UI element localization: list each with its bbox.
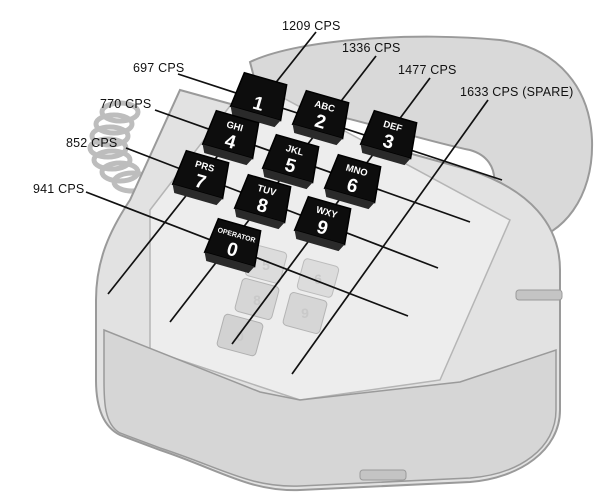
key-letters: DEF <box>382 119 403 135</box>
label-770: 770 CPS <box>100 97 151 111</box>
label-941: 941 CPS <box>33 182 84 196</box>
ghost-key-label: 0 <box>236 328 244 344</box>
frequency-labels: 697 CPS 770 CPS 852 CPS 941 CPS 1209 CPS… <box>33 19 573 196</box>
key-1[interactable]: 1 <box>228 71 290 129</box>
phone-foot-right <box>515 289 563 301</box>
key-8[interactable]: TUV 8 <box>232 173 294 231</box>
col-line-1633 <box>291 99 489 375</box>
key-5[interactable]: JKL 5 <box>260 133 322 191</box>
key-letters: PRS <box>194 159 216 175</box>
key-2[interactable]: ABC 2 <box>290 89 352 147</box>
key-6[interactable]: MNO 6 <box>322 153 384 211</box>
ghost-key-label: 8 <box>253 292 261 308</box>
coiled-cord <box>87 100 153 194</box>
label-697: 697 CPS <box>133 61 184 75</box>
label-1336: 1336 CPS <box>342 41 401 55</box>
key-letters: GHI <box>225 119 244 134</box>
key-letters: ABC <box>313 99 336 115</box>
label-852: 852 CPS <box>66 136 117 150</box>
key-9[interactable]: WXY 9 <box>292 195 354 253</box>
key-letters: TUV <box>256 183 278 199</box>
key-0[interactable]: OPERATOR 0 <box>202 217 264 275</box>
ghost-key-label: 6 <box>314 271 322 287</box>
ghost-key-label: 9 <box>301 305 309 321</box>
phone-foot-left <box>359 469 407 481</box>
ghost-key-label: 5 <box>262 257 270 273</box>
label-1633: 1633 CPS (SPARE) <box>460 85 573 99</box>
key-3[interactable]: DEF 3 <box>358 109 420 167</box>
key-4[interactable]: GHI 4 <box>200 109 262 167</box>
label-1477: 1477 CPS <box>398 63 457 77</box>
key-7[interactable]: PRS 7 <box>170 149 232 207</box>
key-letters: JKL <box>284 143 304 159</box>
label-1209: 1209 CPS <box>282 19 341 33</box>
phone-front <box>103 328 557 487</box>
keypad: 1 ABC 2 DEF 3 GHI 4 JKL 5 <box>170 71 420 275</box>
